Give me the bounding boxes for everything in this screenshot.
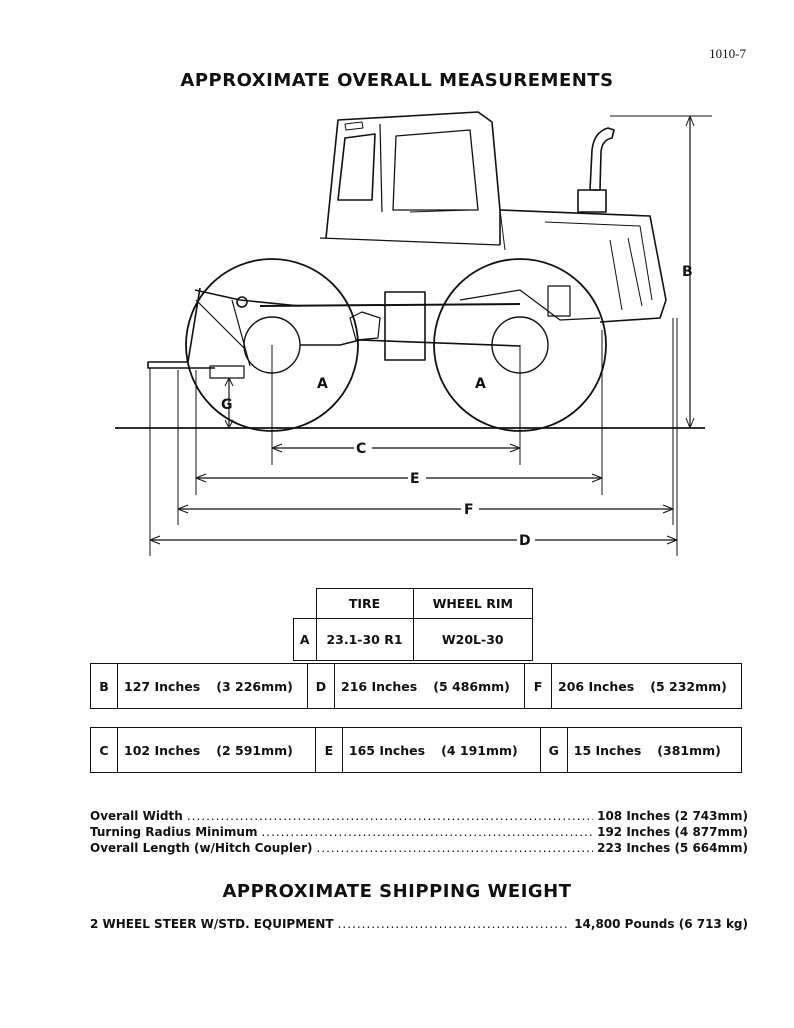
tractor-dimension-diagram: A A B G C E F D [115,111,712,556]
dimension-table-1: B 127 Inches (3 226mm) D 216 Inches (5 486… [90,663,742,709]
page-number: 1010-7 [709,46,746,61]
dim-inches: 127 Inches [124,678,201,694]
dimension-table-2: C 102 Inches (2 591mm) E 165 Inches (4 191… [90,727,743,773]
spec-value: 108 Inches (2 743mm) [597,809,748,823]
dim-mm: (381mm) [657,742,721,758]
dim-letter: F [524,663,552,709]
dim-letter: B [90,663,118,709]
leader-dots [338,917,571,932]
label-B: B [682,264,693,280]
leader-dots [261,825,593,840]
wheel-rim-header: WHEEL RIM [412,588,533,619]
spec-turning-radius: Turning Radius Minimum 192 Inches (4 877… [90,825,748,840]
dim-mm: (2 591mm) [216,742,293,758]
label-A-rear: A [317,376,328,392]
label-G: G [221,397,233,413]
dim-inches: 206 Inches [558,678,635,694]
spec-overall-width: Overall Width 108 Inches (2 743mm) [90,809,748,824]
dim-mm: (5 232mm) [650,678,727,694]
section-title-shipping: APPROXIMATE SHIPPING WEIGHT [222,881,572,902]
label-D: D [519,533,531,549]
dim-inches: 15 Inches [573,742,642,758]
dim-letter: G [539,727,568,773]
label-A-front: A [475,376,486,392]
dim-inches: 216 Inches [341,678,418,694]
spec-label: Overall Width [90,809,183,823]
dim-letter: C [90,727,118,773]
spec-label: Turning Radius Minimum [90,825,258,839]
shipping-value: 14,800 Pounds (6 713 kg) [574,917,748,931]
spec-value: 223 Inches (5 664mm) [597,841,748,855]
dim-mm: (5 486mm) [433,678,510,694]
tire-row-letter: A [293,618,317,661]
dim-letter: D [307,663,335,709]
tire-header: TIRE [315,588,414,619]
wheel-rim-size: W20L-30 [412,618,533,661]
dim-letter: E [314,727,343,773]
spec-overall-length: Overall Length (w/Hitch Coupler) 223 Inc… [90,841,748,856]
dim-mm: (3 226mm) [216,678,293,694]
dim-inches: 102 Inches [124,742,201,758]
label-C: C [356,441,366,457]
leader-dots [187,809,593,824]
page-title: APPROXIMATE OVERALL MEASUREMENTS [180,70,614,91]
dim-inches: 165 Inches [348,742,426,758]
label-F: F [464,502,474,518]
spec-label: Overall Length (w/Hitch Coupler) [90,841,313,855]
tire-table: TIRE WHEEL RIM A 23.1-30 R1 W20L-30 [293,588,533,661]
dim-mm: (4 191mm) [441,742,518,758]
label-E: E [410,471,420,487]
shipping-weight-row: 2 WHEEL STEER W/STD. EQUIPMENT 14,800 Po… [90,917,748,932]
shipping-label: 2 WHEEL STEER W/STD. EQUIPMENT [90,917,334,931]
tire-size: 23.1-30 R1 [315,618,414,661]
leader-dots [316,841,593,856]
spec-value: 192 Inches (4 877mm) [597,825,748,839]
